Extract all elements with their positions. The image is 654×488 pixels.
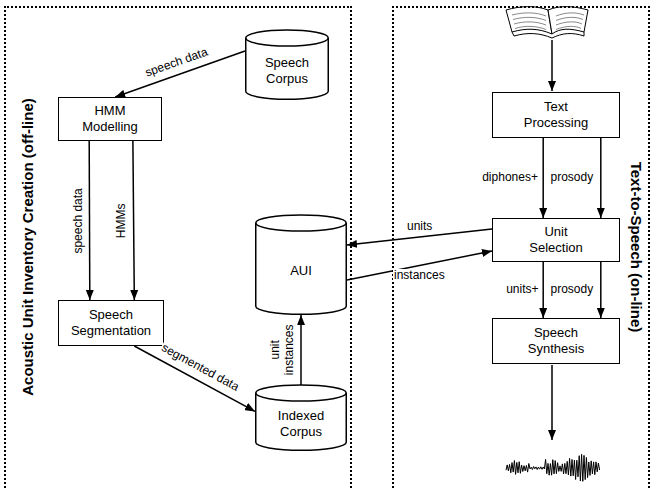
box-label: Unit Selection <box>518 224 594 255</box>
input-arrow <box>551 40 553 91</box>
box-label: Speech Segmentation <box>65 307 157 338</box>
page-line <box>512 13 546 16</box>
page-line <box>556 13 584 16</box>
box-label: Text Processing <box>518 99 594 130</box>
database-cylinder: Indexed Corpus <box>255 385 347 451</box>
edge-label: units <box>406 220 433 234</box>
waveform-icon <box>506 454 600 481</box>
region-panel: Text-to-Speech (on-line) Text ProcessingU… <box>392 6 650 488</box>
process-box: Speech Synthesis <box>492 318 620 364</box>
output-arrow <box>551 365 553 440</box>
database-cylinder: Speech Corpus <box>245 30 329 100</box>
flow-arrow <box>542 262 544 318</box>
flow-arrow <box>134 346 255 411</box>
flow-arrow <box>600 262 602 318</box>
database-cylinder: AUI <box>255 215 347 315</box>
cylinder-body <box>246 30 329 99</box>
edge-label: prosody <box>550 283 595 297</box>
flow-arrow <box>88 141 90 300</box>
page-line <box>556 22 582 25</box>
process-box: Unit Selection <box>492 218 620 262</box>
waveform-trace <box>506 454 600 481</box>
box-label: Indexed Corpus <box>266 408 336 439</box>
edge-label: diphones+ <box>481 171 539 185</box>
region-title: Acoustic Unit Inventory Creation (off-li… <box>19 97 37 397</box>
edge-label: speech data <box>72 187 86 254</box>
book-icon <box>506 7 588 38</box>
box-label: AUI <box>290 263 312 279</box>
flow-arrow <box>542 138 544 218</box>
edge-label: instances <box>393 269 446 283</box>
region-title: Text-to-Speech (on-line) <box>627 97 645 397</box>
box-label: HMM Modelling <box>70 103 150 134</box>
cylinder-rim <box>256 223 347 231</box>
process-box: HMM Modelling <box>58 97 162 141</box>
cylinder-rim <box>246 38 329 46</box>
box-label: Speech Synthesis <box>518 325 594 356</box>
cylinder-body <box>256 215 347 314</box>
flow-arrow <box>300 315 302 385</box>
book-page-lines <box>512 13 584 30</box>
process-box: Speech Segmentation <box>58 300 164 346</box>
page-line <box>513 17 546 20</box>
page-line <box>515 26 546 29</box>
page-line <box>556 17 583 20</box>
edge-label: prosody <box>550 171 595 185</box>
edge-label: speech data <box>142 45 210 81</box>
page-line <box>514 22 546 25</box>
edge-label: units+ <box>505 283 539 297</box>
edge-label: segmented data <box>158 341 242 395</box>
cylinder-rim <box>256 393 347 401</box>
flow-arrow <box>600 138 602 218</box>
process-box: Text Processing <box>492 92 620 138</box>
flow-arrow <box>133 141 134 300</box>
edge-label: HMMs <box>116 202 130 239</box>
region-panel: Acoustic Unit Inventory Creation (off-li… <box>4 6 352 488</box>
page-line <box>556 26 581 29</box>
cylinder-body <box>256 385 347 450</box>
edge-label: unit instances <box>269 318 297 382</box>
box-label: Speech Corpus <box>252 55 322 86</box>
